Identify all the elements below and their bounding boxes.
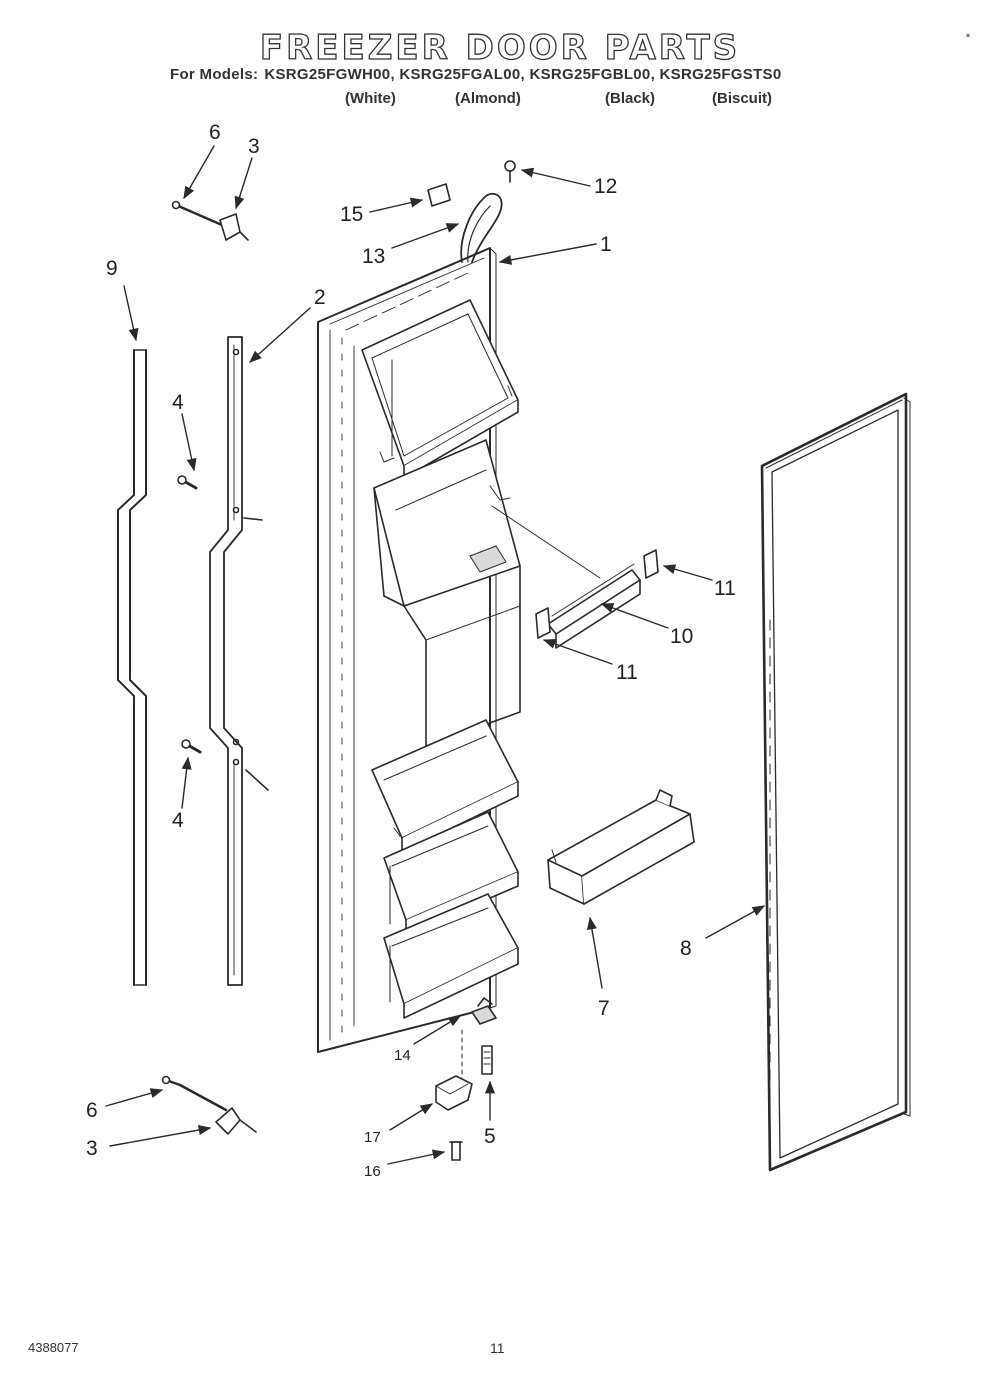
callout-2: 2 — [314, 286, 326, 309]
callout-3-top: 3 — [248, 135, 260, 158]
models-lead: For Models: — [170, 66, 259, 83]
callout-4-bottom: 4 — [172, 809, 184, 832]
part-4-screw-top — [177, 475, 198, 490]
part-9-gasket-strip — [117, 349, 147, 986]
part-7-door-bin — [547, 789, 695, 905]
callout-5: 5 — [484, 1125, 496, 1148]
diagram-code: 4388077 — [28, 1340, 79, 1355]
part-6-hinge-pin-bottom — [161, 1075, 228, 1112]
color-almond: (Almond) — [455, 90, 521, 107]
callout-11-bottom: 11 — [616, 661, 638, 684]
callout-1: 1 — [600, 233, 612, 256]
part-16-hinge-pin — [449, 1141, 463, 1161]
part-4-screw-bottom — [181, 739, 202, 754]
part-3-hinge-bracket-bottom — [215, 1107, 257, 1135]
part-3-hinge-bracket-top — [219, 213, 249, 241]
callout-6-bottom: 6 — [86, 1099, 98, 1122]
leader-line-10 — [491, 505, 601, 579]
color-black: (Black) — [605, 90, 656, 107]
models-numbers: KSRG25FGWH00, KSRG25FGAL00, KSRG25FGBL00… — [264, 66, 782, 83]
door-shelf-3 — [383, 893, 519, 1019]
callout-14: 14 — [394, 1047, 411, 1064]
callout-7: 7 — [598, 997, 610, 1020]
model-list: For Models: KSRG25FGWH00, KSRG25FGAL00, K… — [170, 66, 781, 83]
part-5-hinge-screw — [481, 1045, 493, 1075]
color-biscuit: (Biscuit) — [712, 90, 772, 107]
page-number: 11 — [490, 1340, 505, 1356]
door-shelf-1 — [371, 719, 519, 853]
callout-3-bottom: 3 — [86, 1137, 98, 1160]
page-title: FREEZER DOOR PARTS — [259, 27, 741, 68]
callout-4-top: 4 — [172, 391, 184, 414]
callout-10: 10 — [670, 625, 694, 648]
part-8-door-gasket — [760, 392, 911, 1172]
callout-16: 16 — [364, 1163, 381, 1180]
color-white: (White) — [345, 90, 396, 107]
dispenser-upper-housing — [361, 299, 519, 479]
dispenser-chute — [373, 439, 521, 747]
part-11-end-cap-bottom — [535, 607, 551, 639]
callout-9: 9 — [106, 257, 118, 280]
part-17-hinge-block — [435, 1075, 473, 1111]
callout-13: 13 — [362, 245, 386, 268]
callout-12: 12 — [594, 175, 618, 198]
callout-8: 8 — [680, 937, 692, 960]
corner-mark: ▪ — [966, 28, 971, 42]
part-15-wire-connector — [427, 183, 451, 207]
callout-17: 17 — [364, 1129, 381, 1146]
part-10-dispenser-rail — [547, 563, 641, 649]
callout-arrows — [105, 145, 766, 1165]
part-11-end-cap-top — [643, 549, 659, 579]
callout-6-top: 6 — [209, 121, 221, 144]
callout-11-top: 11 — [714, 577, 736, 600]
part-6-hinge-pin-top — [171, 200, 224, 227]
part-2-trim-strip — [209, 336, 269, 986]
callout-15: 15 — [340, 203, 364, 226]
part-12-screw — [504, 160, 516, 183]
